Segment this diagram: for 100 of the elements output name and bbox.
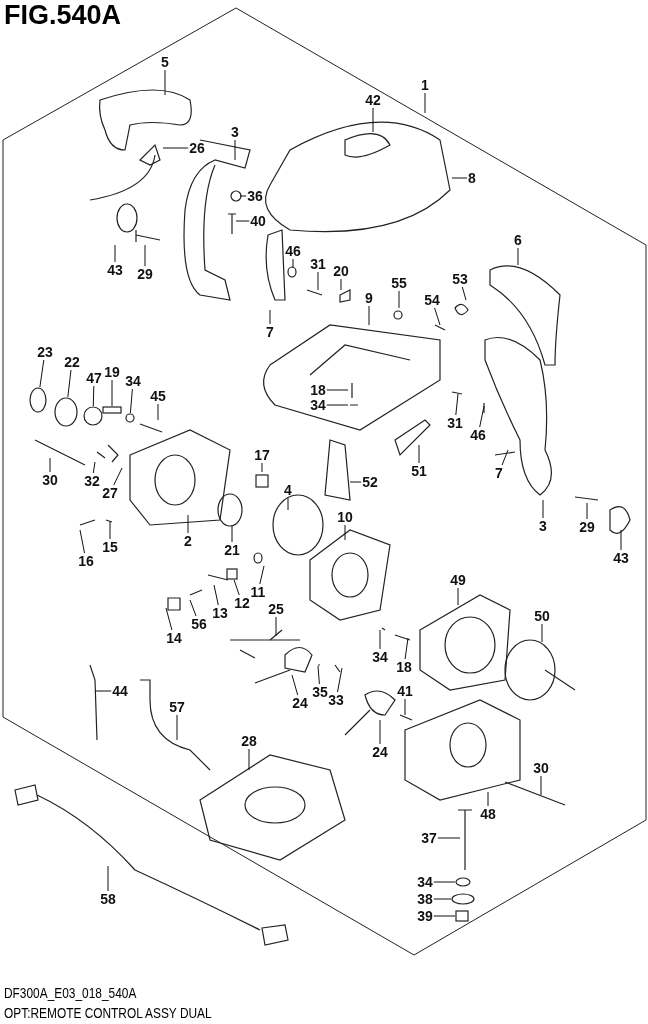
callout-number: 26 — [189, 141, 205, 155]
leader-line — [479, 405, 485, 428]
leader-line — [418, 444, 420, 464]
callout-number: 34 — [417, 875, 433, 889]
callout-number: 27 — [102, 486, 118, 500]
callout-number: 24 — [292, 696, 308, 710]
callout-number: 41 — [397, 684, 413, 698]
leader-line — [379, 629, 381, 650]
callout-number: 15 — [102, 540, 118, 554]
callout-number: 25 — [268, 602, 284, 616]
callout-number: 58 — [100, 892, 116, 906]
leader-line — [107, 865, 109, 892]
leader-line — [49, 457, 51, 473]
leader-line — [189, 599, 197, 617]
leader-line — [340, 278, 342, 291]
figure-title: FIG.540A — [4, 0, 122, 30]
callout-number: 20 — [333, 264, 349, 278]
callout-number: 34 — [372, 650, 388, 664]
leader-line — [424, 92, 426, 114]
leader-line — [92, 385, 95, 407]
callout-number: 56 — [191, 617, 207, 631]
leader-line — [540, 775, 542, 796]
callout-number: 29 — [579, 520, 595, 534]
callout-number: 1 — [421, 78, 429, 92]
callout-number: 31 — [310, 257, 326, 271]
callout-number: 24 — [372, 745, 388, 759]
leader-line — [344, 524, 346, 541]
leader-line — [234, 139, 236, 161]
leader-line — [326, 389, 349, 391]
callout-number: 39 — [417, 909, 433, 923]
callout-number: 49 — [450, 573, 466, 587]
leader-line — [317, 271, 319, 291]
drawing-code: DF300A_E03_018_540A — [4, 985, 137, 1001]
leader-line — [434, 307, 441, 326]
leader-line — [67, 369, 72, 398]
leader-line — [187, 514, 189, 534]
callout-number: 34 — [125, 374, 141, 388]
leader-line — [233, 579, 240, 596]
callout-number: 22 — [64, 355, 80, 369]
callout-number: 57 — [169, 700, 185, 714]
leader-line — [114, 244, 116, 263]
callout-number: 14 — [166, 631, 182, 645]
leader-line — [457, 587, 459, 606]
callout-number: 46 — [285, 244, 301, 258]
callout-number: 43 — [613, 551, 629, 565]
caption-text: OPT:REMOTE CONTROL ASSY DUAL — [4, 1005, 212, 1021]
callout-number: 18 — [310, 383, 326, 397]
callout-number: 21 — [224, 543, 240, 557]
callout-number: 12 — [234, 596, 250, 610]
leader-line — [165, 607, 173, 631]
leader-line — [517, 247, 519, 266]
retaining-ring-drawing — [29, 387, 47, 413]
callout-number: 55 — [391, 276, 407, 290]
leader-line — [542, 499, 544, 519]
leader-line — [111, 379, 113, 407]
leader-line — [501, 449, 509, 466]
washer-drawing — [54, 397, 78, 427]
callout-number: 46 — [470, 428, 486, 442]
leader-line — [451, 177, 468, 179]
callout-number: 23 — [37, 345, 53, 359]
callout-number: 54 — [424, 293, 440, 307]
callout-number: 6 — [514, 233, 522, 247]
leader-line — [404, 637, 409, 660]
leader-line — [404, 698, 406, 716]
callout-number: 38 — [417, 892, 433, 906]
callout-number: 8 — [468, 171, 476, 185]
callout-number: 53 — [452, 272, 468, 286]
callout-number: 33 — [328, 693, 344, 707]
callout-number: 3 — [231, 125, 239, 139]
leader-line — [164, 69, 166, 96]
callout-number: 52 — [362, 475, 378, 489]
leader-line — [337, 667, 343, 693]
leader-line — [259, 565, 265, 585]
callout-number: 34 — [310, 398, 326, 412]
leader-line — [292, 258, 294, 269]
leader-line — [261, 462, 263, 473]
leader-line — [239, 195, 247, 197]
callout-number: 19 — [104, 365, 120, 379]
leader-line — [109, 521, 111, 540]
leader-line — [433, 915, 456, 917]
leader-line — [162, 147, 189, 149]
callout-number: 40 — [250, 214, 266, 228]
callout-number: 36 — [247, 189, 263, 203]
plate-drawing — [83, 406, 103, 426]
leader-line — [231, 524, 233, 543]
leader-line — [372, 107, 374, 133]
callout-number: 7 — [266, 325, 274, 339]
leader-line — [461, 286, 467, 301]
leader-line — [586, 502, 588, 520]
leader-line — [455, 393, 459, 416]
leader-line — [620, 529, 622, 551]
callout-number: 43 — [107, 263, 123, 277]
leader-line — [269, 309, 271, 325]
leader-line — [113, 467, 123, 486]
washer-drawing — [455, 877, 471, 887]
callout-number: 51 — [411, 464, 427, 478]
nut-drawing — [455, 910, 469, 922]
callout-number: 17 — [254, 448, 270, 462]
callout-number: 32 — [84, 474, 100, 488]
leader-line — [157, 403, 159, 421]
